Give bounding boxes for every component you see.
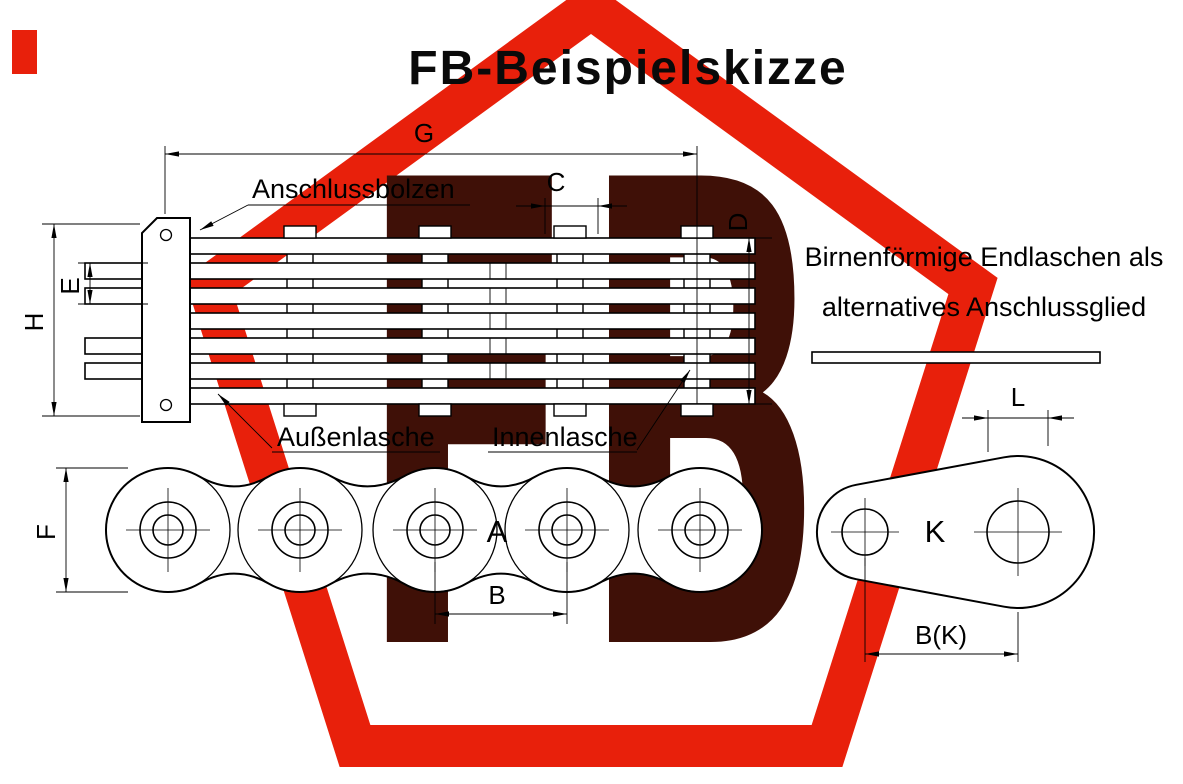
alternative-link-note: Birnenförmige Endlaschen als alternative… — [805, 242, 1164, 364]
bolt-head — [283, 225, 317, 239]
note-line-2: alternatives Anschlussglied — [822, 292, 1146, 322]
connection-plate-outline — [141, 217, 191, 423]
callout-label: Anschlussbolzen — [252, 174, 455, 204]
dimension-E: E — [55, 262, 148, 305]
dim-label-g: G — [414, 118, 434, 148]
bolt-head — [553, 225, 587, 239]
plate-joints — [489, 263, 507, 379]
chain-side-view: A F B — [31, 466, 764, 624]
plate-contours — [105, 467, 763, 593]
connection-plate — [141, 217, 191, 423]
center-marks — [126, 488, 742, 572]
dim-label-h: H — [19, 313, 49, 332]
dim-label-f: F — [31, 524, 61, 540]
bolt-hole — [159, 398, 173, 412]
plate-row — [84, 337, 756, 355]
end-plate-side-view — [811, 351, 1101, 364]
dim-label-e: E — [55, 277, 85, 294]
dimension-C: C — [516, 167, 627, 234]
bolt-head — [283, 403, 317, 417]
dim-label-c: C — [547, 167, 566, 197]
bolt-hole — [159, 228, 173, 242]
chain-plate-rows — [84, 237, 756, 405]
plate-row — [84, 262, 756, 280]
pear-end-plate: K L B(K) — [815, 382, 1096, 662]
callout-label: Außenlasche — [277, 422, 435, 452]
dim-label-d: D — [723, 213, 753, 232]
dim-label-l: L — [1011, 382, 1025, 412]
dim-label-b: B — [488, 580, 505, 610]
plate-row — [149, 312, 756, 330]
plate-contour — [105, 467, 231, 593]
plate-contour — [637, 467, 763, 593]
dim-label-bk: B(K) — [915, 620, 967, 650]
pear-plate-outline — [815, 455, 1096, 609]
bolt-head — [680, 403, 714, 417]
corner-red-mark — [12, 30, 37, 74]
bolt-head — [418, 403, 452, 417]
label-a: A — [487, 514, 508, 549]
label-k: K — [925, 514, 946, 549]
bolt-head — [418, 225, 452, 239]
dimension-B: B — [434, 562, 568, 624]
dimension-G: G — [164, 118, 698, 404]
plate-row — [84, 362, 756, 380]
dimension-H: H — [19, 223, 140, 417]
callout-aussenlasche: Außenlasche — [217, 393, 440, 453]
bolt-heads — [283, 225, 714, 417]
center-marks — [831, 488, 1062, 576]
plate-row — [84, 287, 756, 305]
dimension-L: L — [962, 382, 1074, 452]
plate-row — [149, 387, 756, 405]
dimension-D: D — [716, 213, 772, 405]
callout-anschlussbolzen: Anschlussbolzen — [199, 174, 470, 231]
plate-row — [149, 237, 756, 255]
dimension-F: F — [31, 467, 128, 593]
plate-contour — [237, 467, 363, 593]
page-title: FB-Beispielskizze — [408, 42, 847, 95]
callout-label: Innenlasche — [492, 422, 638, 452]
bolt-head — [553, 403, 587, 417]
callout-innenlasche: Innenlasche — [488, 369, 691, 453]
dimension-BK: B(K) — [864, 558, 1019, 662]
chain-plan-view: G C D H E — [19, 118, 772, 453]
note-line-1: Birnenförmige Endlaschen als — [805, 242, 1164, 272]
